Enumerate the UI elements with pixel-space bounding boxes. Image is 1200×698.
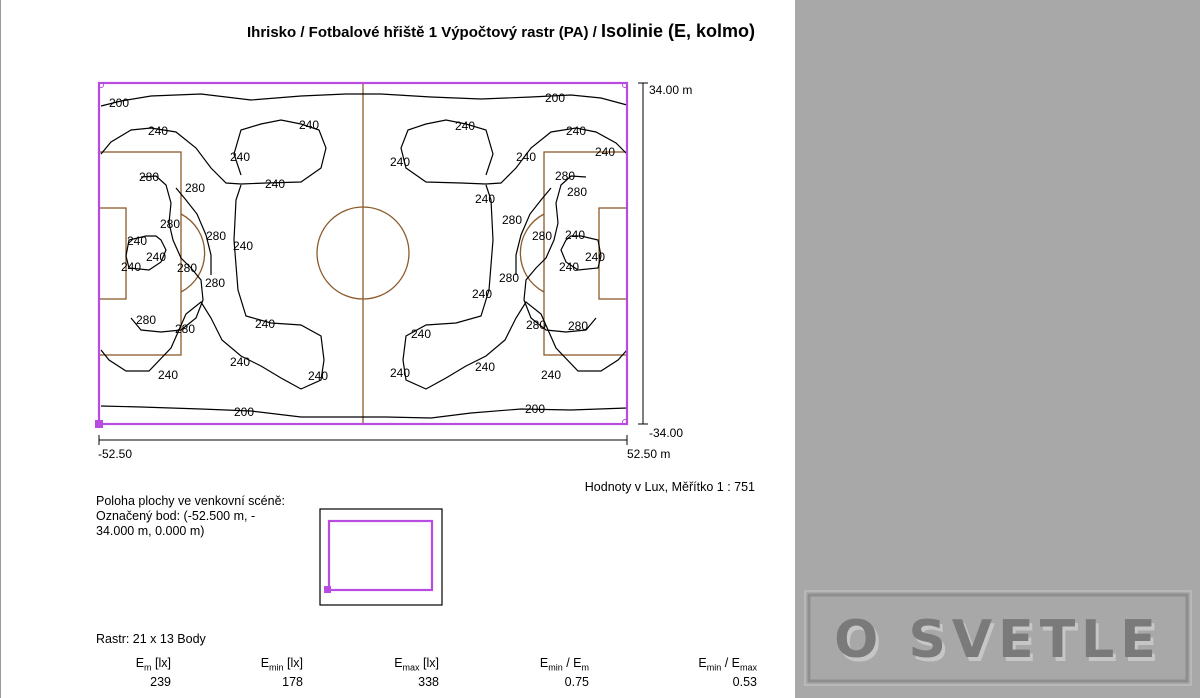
- label-240: 240: [255, 317, 275, 331]
- left-penalty-arc: [180, 213, 206, 293]
- label-240: 240: [265, 177, 285, 191]
- label-240: 240: [455, 119, 475, 133]
- logo-text: O SVETLE: [834, 610, 1162, 670]
- dimension-lines: [98, 82, 648, 445]
- label-280: 280: [568, 319, 588, 333]
- label-280: 280: [136, 313, 156, 327]
- right-penalty-arc: [519, 213, 545, 293]
- label-280: 280: [139, 170, 159, 184]
- label-280: 280: [185, 181, 205, 195]
- label-240: 240: [475, 192, 495, 206]
- stat-emin-emax: Emin / Emax 0.53: [698, 656, 757, 689]
- raster-info: Rastr: 21 x 13 Body: [96, 632, 206, 646]
- label-240: 240: [565, 228, 585, 242]
- label-200: 200: [234, 405, 254, 419]
- label-240: 240: [233, 239, 253, 253]
- label-280: 280: [499, 271, 519, 285]
- label-280: 280: [555, 169, 575, 183]
- position-note: Poloha plochy ve venkovní scéně: Označen…: [96, 494, 286, 538]
- label-240: 240: [127, 234, 147, 248]
- report-page: Ihrisko / Fotbalové hřiště 1 Výpočtový r…: [0, 0, 757, 698]
- scale-note: Hodnoty v Lux, Měřítko 1 : 751: [584, 480, 755, 494]
- stat-emin-em: Emin / Em 0.75: [539, 656, 589, 689]
- label-280: 280: [532, 229, 552, 243]
- y-axis-top-label: 34.00 m: [649, 83, 693, 97]
- label-240: 240: [146, 250, 166, 264]
- label-280: 280: [206, 229, 226, 243]
- side-panel: [795, 0, 1200, 698]
- label-240: 240: [541, 368, 561, 382]
- label-240: 240: [472, 287, 492, 301]
- label-240: 240: [595, 145, 615, 159]
- label-200: 200: [545, 91, 565, 105]
- label-280: 280: [177, 261, 197, 275]
- marked-point: [95, 420, 103, 428]
- center-circle: [316, 206, 410, 300]
- label-240: 240: [475, 360, 495, 374]
- label-240: 240: [148, 124, 168, 138]
- label-240: 240: [411, 327, 431, 341]
- label-240: 240: [516, 150, 536, 164]
- left-goal-area: [98, 207, 127, 300]
- label-280: 280: [175, 322, 195, 336]
- label-200: 200: [525, 402, 545, 416]
- label-240: 240: [566, 124, 586, 138]
- label-280: 280: [502, 213, 522, 227]
- stat-em: Em [lx] 239: [135, 656, 171, 689]
- label-240: 240: [121, 260, 141, 274]
- x-axis-left-label: -52.50: [98, 447, 133, 461]
- label-240: 240: [390, 155, 410, 169]
- stat-emin: Emin [lx] 178: [260, 656, 303, 689]
- label-240: 240: [230, 150, 250, 164]
- label-280: 280: [160, 217, 180, 231]
- label-200: 200: [109, 96, 129, 110]
- calculation-grid-boundary: [97, 81, 629, 426]
- label-240: 240: [230, 355, 250, 369]
- label-240: 240: [559, 260, 579, 274]
- isoline-plot: 200 200 240 240 240 240 240 240 280 280 …: [95, 81, 648, 445]
- logo-shadow-text: O SVETLE: [837, 614, 1165, 674]
- y-axis-bottom-label: -34.00: [649, 426, 684, 440]
- osvetle-logo: O SVETLE O SVETLE: [804, 590, 1192, 686]
- label-240: 240: [308, 369, 328, 383]
- label-280: 280: [526, 318, 546, 332]
- page-title: Ihrisko / Fotbalové hřiště 1 Výpočtový r…: [246, 21, 755, 41]
- isolines: [100, 93, 628, 419]
- label-240: 240: [390, 366, 410, 380]
- label-240: 240: [299, 118, 319, 132]
- location-minimap: [319, 508, 443, 606]
- label-280: 280: [567, 185, 587, 199]
- x-axis-right-label: 52.50 m: [627, 447, 671, 461]
- label-240: 240: [585, 250, 605, 264]
- stat-emax: Emax [lx] 338: [394, 656, 439, 689]
- label-240: 240: [158, 368, 178, 382]
- isoline-labels: 200 200 240 240 240 240 240 240 280 280 …: [109, 91, 615, 419]
- label-280: 280: [205, 276, 225, 290]
